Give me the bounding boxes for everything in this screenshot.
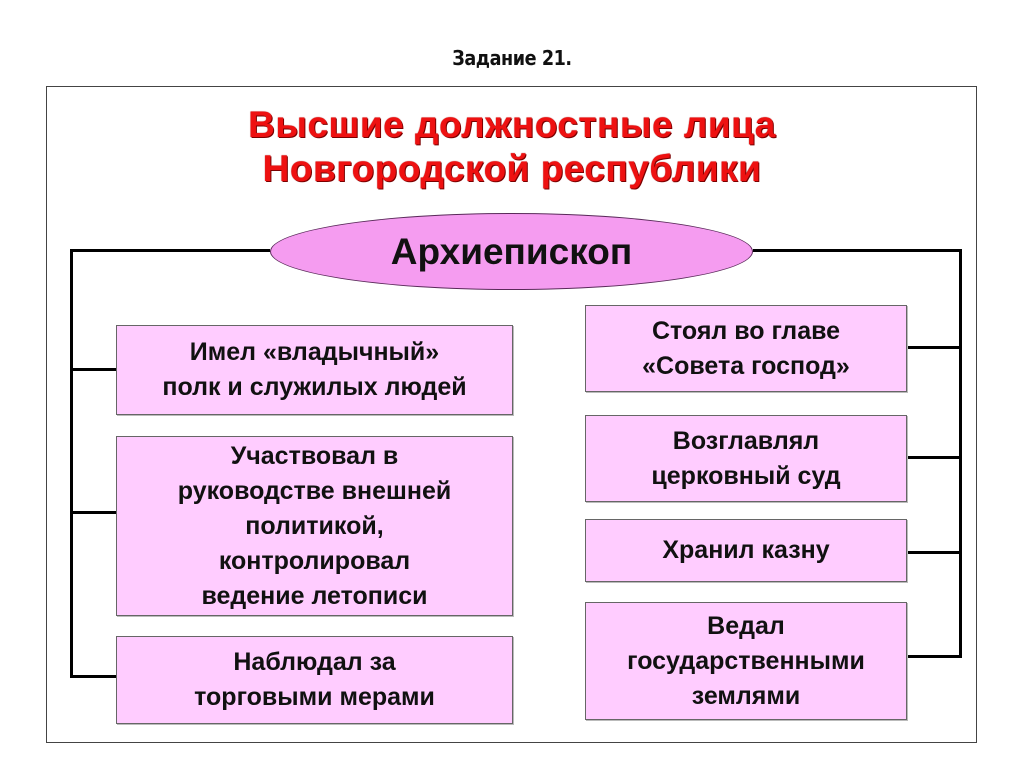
center-node-archbishop: Архиепископ	[270, 213, 753, 290]
left-box-3: Наблюдал за торговыми мерами	[116, 636, 513, 724]
right-box-3: Хранил казну	[585, 519, 907, 582]
connector-left-top	[70, 249, 270, 252]
connector-left-1	[70, 368, 116, 371]
right-box-2: Возглавлял церковный суд	[585, 415, 907, 502]
center-node-label: Архиепископ	[390, 230, 633, 272]
right-box-1: Стоял во главе «Совета господ»	[585, 305, 907, 392]
connector-right-top	[753, 249, 962, 252]
connector-right-2	[907, 456, 962, 459]
connector-left-3	[70, 675, 116, 678]
title-line-1: Высшие должностные лица	[248, 104, 776, 145]
diagram-title: Высшие должностные лица Новгородской рес…	[0, 103, 1024, 191]
connector-right-4	[907, 655, 962, 658]
connector-left-2	[70, 511, 116, 514]
task-label: Задание 21.	[452, 46, 572, 70]
connector-right-3	[907, 551, 962, 554]
connector-left-vertical	[70, 249, 73, 678]
left-box-2: Участвовал в руководстве внешней политик…	[116, 436, 513, 616]
right-box-4: Ведал государственными землями	[585, 602, 907, 720]
connector-right-vertical	[959, 249, 962, 657]
left-box-1: Имел «владычный» полк и служилых людей	[116, 325, 513, 415]
connector-right-1	[907, 346, 962, 349]
diagram-frame	[46, 86, 977, 743]
title-line-2: Новгородской республики	[262, 148, 762, 189]
